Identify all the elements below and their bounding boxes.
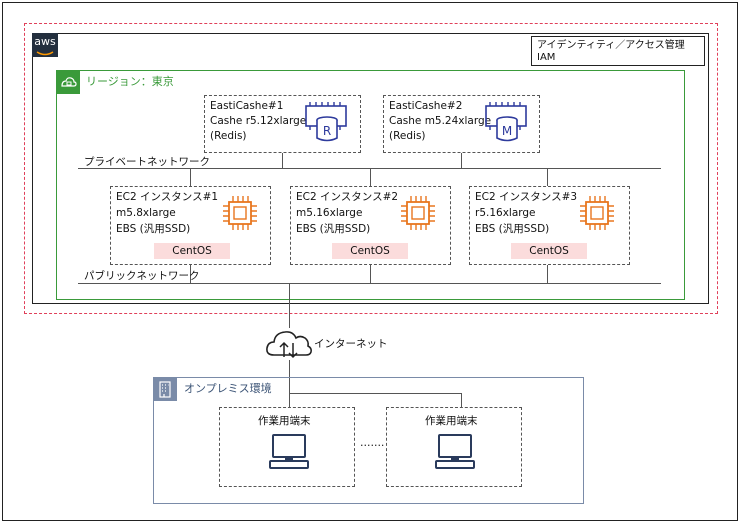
public-network-label: パブリックネットワーク [84, 270, 200, 282]
ec2-3-type: r5.16xlarge [475, 207, 536, 219]
ec2-1-name: EC2 インスタンス#1 [116, 191, 219, 203]
region-label: リージョン：東京 [86, 75, 174, 88]
cache-2-icon-letter: M [502, 124, 512, 138]
building-icon [153, 377, 177, 401]
private-network-line [78, 168, 661, 169]
region-flag-icon [56, 70, 80, 94]
onprem-environment [153, 377, 584, 504]
ec2-2-name: EC2 インスタンス#2 [296, 191, 399, 203]
ec2-2-public-drop [370, 265, 371, 283]
ec2-2-type: m5.16xlarge [296, 207, 363, 219]
ec2-chip-icon [401, 196, 435, 230]
cache-2-spec: Cashe m5.24xlarge [389, 115, 492, 127]
ec2-3-storage: EBS (汎用SSD) [475, 223, 550, 235]
cache-2-engine: (Redis) [389, 130, 426, 142]
aws-cloud-group [32, 33, 709, 304]
iam-subtitle: IAM [537, 52, 556, 63]
ec2-1-private-drop [190, 168, 191, 186]
downlink-line [289, 360, 290, 393]
cache-1-name: EastiCashe#1 [210, 100, 284, 112]
ec2-3-name: EC2 インスタンス#3 [475, 191, 578, 203]
cache-1-spec: Cashe r5.12xlarge [210, 115, 307, 127]
private-network-label: プライベートネットワーク [84, 156, 210, 168]
ec2-2-storage: EBS (汎用SSD) [296, 223, 371, 235]
desktop-computer-icon [435, 434, 475, 469]
ec2-1-storage: EBS (汎用SSD) [116, 223, 191, 235]
internet-cloud-icon [266, 331, 312, 359]
ec2-chip-icon [223, 196, 257, 230]
ec2-2-private-drop [370, 168, 371, 186]
cloud-boundary [24, 23, 718, 314]
uplink-line [289, 283, 290, 328]
desktop-computer-icon [269, 434, 309, 469]
ec2-chip-icon [580, 196, 614, 230]
iam-title: アイデンティティ／アクセス管理 [537, 40, 685, 51]
internet-label: インターネット [314, 338, 388, 350]
terminal-1-drop [289, 393, 290, 407]
ec2-1-public-drop [190, 265, 191, 283]
terminal-1-label: 作業用端末 [258, 415, 311, 427]
terminal-2-label: 作業用端末 [425, 415, 478, 427]
elasticache-m-icon: M [485, 102, 527, 142]
cache-2-drop [461, 153, 462, 168]
aws-smile-icon [36, 51, 54, 56]
ec2-2-os-badge: CentOS [332, 243, 408, 259]
public-network-line [78, 283, 661, 284]
iam-box [531, 36, 705, 66]
onprem-bus-line [289, 393, 462, 394]
ellipsis-connector: ……. [360, 437, 385, 449]
cache-1-engine: (Redis) [210, 130, 247, 142]
aws-logo: aws [32, 33, 58, 57]
region-tokyo [56, 70, 685, 300]
cache-2-name: EastiCashe#2 [389, 100, 463, 112]
ec2-3-private-drop [547, 168, 548, 186]
ec2-3-public-drop [547, 265, 548, 283]
ec2-1-os-badge: CentOS [154, 243, 230, 259]
ec2-1-type: m5.8xlarge [116, 207, 176, 219]
elasticache-r-icon: R [305, 102, 347, 142]
ec2-3-os-badge: CentOS [511, 243, 587, 259]
onprem-label: オンプレミス環境 [184, 382, 272, 395]
cache-1-drop [282, 153, 283, 168]
terminal-2-drop [461, 393, 462, 407]
cache-1-icon-letter: R [323, 124, 331, 138]
aws-logo-text: aws [34, 35, 56, 48]
